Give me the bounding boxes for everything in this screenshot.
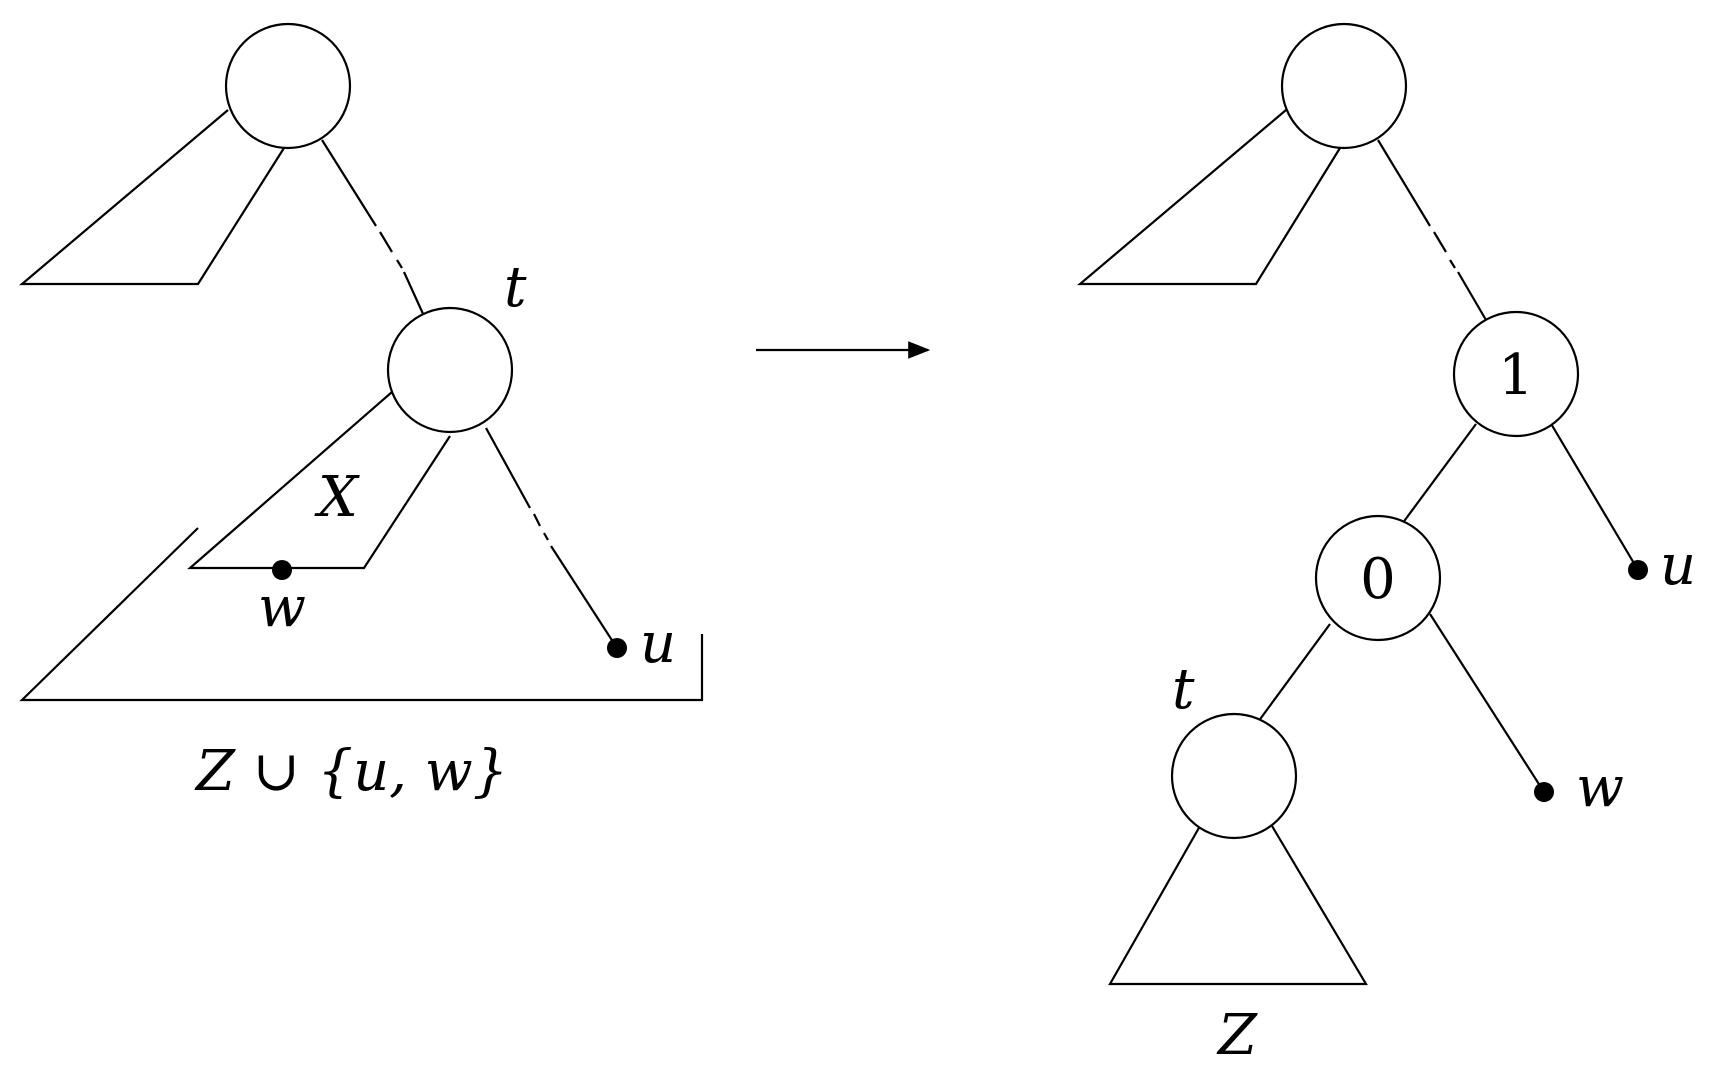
left-tree: t X w u Z ∪ {u, w}	[18, 22, 704, 804]
left-root-to-t-dashed	[379, 231, 403, 269]
right-w-leaf	[1534, 782, 1554, 802]
subtree-Z-label: Z	[1216, 1003, 1258, 1068]
node0-to-w-edge	[1429, 613, 1545, 793]
right-u-leaf	[1628, 560, 1648, 580]
left-u-label: u	[640, 611, 676, 676]
left-t-label: t	[504, 255, 527, 320]
right-root-to-1-dashed	[1433, 231, 1456, 269]
left-root-node	[224, 22, 352, 150]
t-to-u-edge-bottom	[550, 545, 618, 649]
left-w-label: w	[258, 575, 306, 640]
node0-to-t-edge	[1257, 623, 1331, 723]
t-to-u-dashed	[533, 513, 549, 541]
outer-subtree-bracket	[19, 527, 704, 702]
left-root-to-t-edge-top	[321, 139, 377, 227]
right-root-to-1-edge-bottom	[1457, 271, 1487, 321]
node1-to-node0-edge	[1401, 423, 1477, 525]
node1-to-u-edge	[1549, 421, 1639, 571]
t-to-u-edge-top	[485, 427, 531, 509]
node-0	[1314, 514, 1442, 642]
node-1-label: 1	[1498, 343, 1534, 408]
right-t-node	[1170, 712, 1298, 840]
left-w-leaf	[272, 560, 292, 580]
left-root-to-t-edge-bottom	[402, 271, 426, 317]
left-set-label: Z ∪ {u, w}	[194, 739, 508, 804]
node-1	[1452, 310, 1580, 438]
left-t-node	[386, 306, 514, 434]
node-0-label: 0	[1360, 547, 1396, 612]
left-u-leaf	[607, 638, 627, 658]
right-w-label: w	[1576, 755, 1624, 820]
right-root-left-subtree	[1076, 109, 1341, 286]
right-root-to-1-edge-top	[1377, 139, 1431, 227]
right-u-label: u	[1660, 533, 1696, 598]
subtree-X-label: X	[314, 465, 360, 530]
right-t-label: t	[1172, 657, 1195, 722]
right-tree: 1 0 u w t Z	[1076, 22, 1696, 1068]
left-root-left-subtree	[18, 109, 285, 286]
right-root-node	[1280, 22, 1408, 150]
subtree-Z	[1108, 825, 1368, 986]
